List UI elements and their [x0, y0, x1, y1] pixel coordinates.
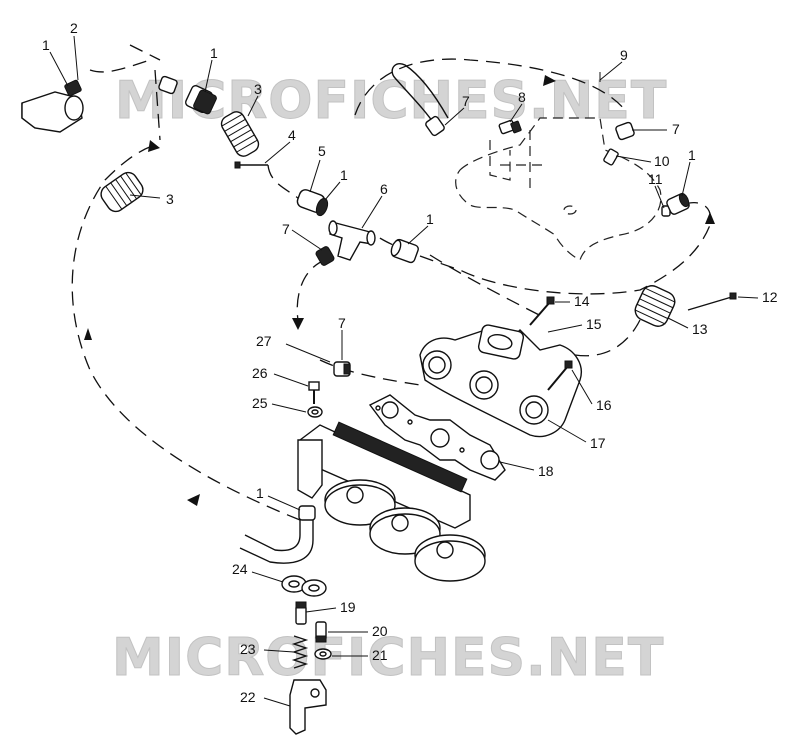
callout-7: 7 — [338, 315, 346, 331]
manifold-gasket — [368, 394, 506, 481]
callout-1: 1 — [42, 37, 50, 53]
exhaust-manifold — [419, 324, 582, 438]
callout-labels: 1 2 1 3 3 4 5 1 6 7 1 9 7 8 7 10 1 11 12… — [42, 20, 778, 705]
clamp-1e — [666, 192, 690, 215]
outlet-elbow — [21, 91, 84, 133]
callout-20: 20 — [372, 623, 388, 639]
callout-18: 18 — [538, 463, 554, 479]
callout-1: 1 — [688, 147, 696, 163]
nipple-10 — [603, 148, 619, 166]
washer-21 — [314, 648, 332, 660]
callout-13: 13 — [692, 321, 708, 337]
callout-26: 26 — [252, 365, 268, 381]
tie-strap-right — [687, 292, 737, 311]
callout-4: 4 — [288, 127, 296, 143]
callout-19: 19 — [340, 599, 356, 615]
callout-22: 22 — [240, 689, 256, 705]
corrugated-hose-left — [100, 171, 144, 213]
callout-14: 14 — [574, 293, 590, 309]
top-connector-a — [158, 75, 178, 95]
callout-23: 23 — [240, 641, 256, 657]
watermark-top: MICROFICHES.NET — [115, 71, 667, 131]
flow-lines — [71, 44, 712, 521]
nipple-8 — [498, 119, 522, 135]
callout-7: 7 — [282, 221, 290, 237]
callout-10: 10 — [654, 153, 670, 169]
callout-6: 6 — [380, 181, 388, 197]
tie-strap — [234, 161, 268, 169]
callout-16: 16 — [596, 397, 612, 413]
bolt-16 — [547, 360, 573, 391]
housing-22 — [289, 679, 327, 735]
elbow-fitting — [64, 79, 82, 97]
bolt-26 — [308, 381, 320, 404]
sensor-19 — [295, 601, 307, 625]
callout-5: 5 — [318, 143, 326, 159]
callout-21: 21 — [372, 647, 388, 663]
callout-15: 15 — [586, 316, 602, 332]
gasket-24 — [281, 575, 327, 597]
ghost-manifold-outline — [455, 117, 662, 261]
bent-hose-top — [391, 63, 449, 137]
callout-25: 25 — [252, 395, 268, 411]
callout-3: 3 — [254, 81, 262, 97]
callout-2: 2 — [70, 20, 78, 36]
hose-sleeve — [296, 189, 329, 217]
callout-27: 27 — [256, 333, 272, 349]
bolt-14 — [529, 296, 555, 326]
callout-11: 11 — [648, 171, 663, 187]
watermark-bottom: MICROFICHES.NET — [112, 628, 664, 688]
callout-8: 8 — [518, 89, 526, 105]
leader-lines — [49, 35, 759, 707]
callout-9: 9 — [620, 47, 628, 63]
corrugated-hose-right — [634, 285, 676, 327]
callout-1: 1 — [256, 485, 264, 501]
callout-12: 12 — [762, 289, 778, 305]
callout-24: 24 — [232, 561, 248, 577]
callout-3: 3 — [166, 191, 174, 207]
callout-1: 1 — [210, 45, 218, 61]
callout-1: 1 — [426, 211, 434, 227]
fitting-7-right — [615, 121, 635, 141]
washer-25 — [307, 406, 323, 418]
clamp-1d — [390, 238, 419, 264]
bleed-screw-20 — [315, 621, 327, 643]
callout-7: 7 — [672, 121, 680, 137]
callout-7: 7 — [462, 93, 470, 109]
callout-17: 17 — [590, 435, 606, 451]
flow-arrows — [84, 75, 715, 506]
clamp-1b — [184, 84, 217, 115]
tee-fitting — [328, 220, 376, 261]
fitting-27 — [333, 361, 351, 377]
lower-elbow-hose — [239, 505, 316, 564]
corrugated-hose-top — [220, 111, 260, 157]
callout-1: 1 — [340, 167, 348, 183]
cylinder-head-assembly — [297, 421, 486, 582]
